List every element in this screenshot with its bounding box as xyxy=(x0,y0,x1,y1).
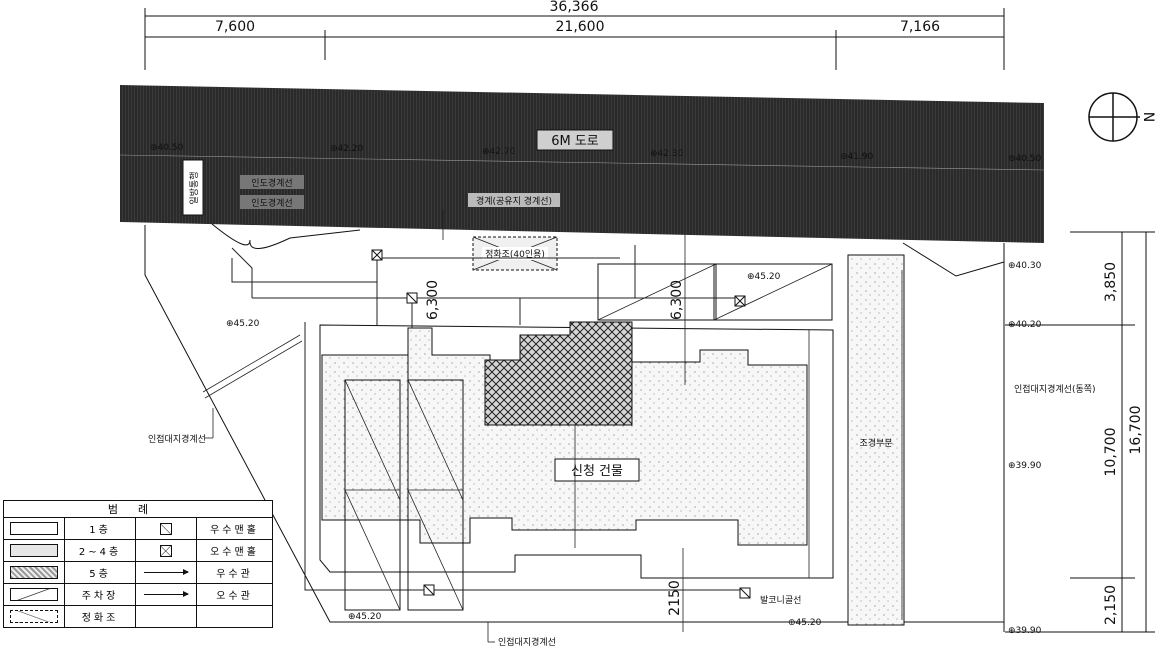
setback-2: 6,300 xyxy=(669,280,685,320)
landscape-label: 조경부분 xyxy=(859,437,892,449)
boundary-south: 인접대지경계선 xyxy=(498,636,556,648)
dim-left: 7,600 xyxy=(215,19,255,35)
dim-v-mid: 10,700 xyxy=(1103,428,1119,477)
manhole-icon xyxy=(423,584,435,596)
building-footprint: 신청 건물 xyxy=(319,321,834,611)
level-g: ⊕39.90 xyxy=(1008,461,1042,471)
level-d: ⊕45.20 xyxy=(788,618,822,628)
legend-row: 주차장 오수관 xyxy=(4,584,272,606)
setback-1: 6,300 xyxy=(425,280,441,320)
rain-pipe-arrow-icon xyxy=(144,569,189,575)
driveway-curve xyxy=(211,223,361,249)
boundary-west: 인접대지경계선 xyxy=(148,433,206,445)
road-level-2: ⊕42.20 xyxy=(330,144,364,154)
legend-row: 1층 우수맨홀 xyxy=(4,518,272,540)
legend-symbol-label: 오수관 xyxy=(216,591,253,602)
dim-v-top: 3,850 xyxy=(1103,262,1119,302)
sewage-pipe-arrow-icon xyxy=(144,591,189,597)
road-level-6: ⊕40.50 xyxy=(1008,154,1042,164)
legend-row: 2~4층 오수맨홀 xyxy=(4,540,272,562)
site-boundary xyxy=(144,225,1005,643)
setback-3: 2150 xyxy=(667,580,683,616)
north-arrow-icon: N xyxy=(1088,92,1156,142)
right-dimensions: 16,700 3,850 10,700 2,150 xyxy=(1005,231,1155,633)
rainwater-manhole-icon xyxy=(160,522,172,535)
legend-symbol-label: 오수맨홀 xyxy=(210,547,259,558)
manhole-icon xyxy=(371,249,383,261)
road-label: 6M 도로 xyxy=(551,134,599,149)
legend-row: 5층 우수관 xyxy=(4,562,272,584)
dim-right: 7,166 xyxy=(900,19,940,35)
parking-swatch xyxy=(10,588,58,601)
floor-2-4-swatch xyxy=(10,544,58,557)
road-band: 6M 도로 ⊕40.50 ⊕42.20 ⊕42.70 ⊕42.30 ⊕41.90… xyxy=(119,85,1045,243)
legend-title: 범례 xyxy=(4,501,272,518)
building-label: 신청 건물 xyxy=(571,464,623,479)
boundary-east: 인접대지경계선(동쪽) xyxy=(1014,383,1096,395)
top-dimensions: 36,366 7,600 21,600 7,166 xyxy=(144,0,1005,70)
legend-symbol-label: 우수관 xyxy=(216,569,253,580)
level-f: ⊕40.20 xyxy=(1008,320,1042,330)
boundary-labels: 인접대지경계선 인접대지경계선(동쪽) 인접대지경계선 발코니골선 xyxy=(148,383,1096,648)
manhole-icon xyxy=(739,587,751,599)
sewage-manhole-icon xyxy=(160,544,172,557)
road-level-3: ⊕42.70 xyxy=(482,147,516,157)
road-note-2: 인도경계선 xyxy=(251,177,292,189)
septic-label: 정화조(40인용) xyxy=(485,249,545,260)
site-levels: ⊕45.20 ⊕45.20 ⊕45.20 ⊕45.20 ⊕40.30 ⊕40.2… xyxy=(226,261,1042,636)
road-note-3: 인도경계선 xyxy=(251,197,292,209)
road-level-1: ⊕40.50 xyxy=(150,143,184,153)
legend: 범례 1층 우수맨홀 2~4층 오수맨홀 5층 우수관 주차장 오수관 정화조 xyxy=(3,500,273,628)
road-note-oneway: 일방통행 xyxy=(188,171,200,204)
level-a: ⊕45.20 xyxy=(226,319,260,329)
dim-total: 36,366 xyxy=(550,0,599,15)
legend-label: 1층 xyxy=(65,518,136,539)
legend-label: 2~4층 xyxy=(65,540,136,561)
road-level-4: ⊕42.30 xyxy=(650,149,684,159)
road-level-5: ⊕41.90 xyxy=(840,152,874,162)
level-h: ⊕39.90 xyxy=(1008,626,1042,636)
upper-parking-boxes xyxy=(597,263,833,321)
manhole-icon xyxy=(406,292,418,304)
level-e: ⊕40.30 xyxy=(1008,261,1042,271)
setback-dimensions: 6,300 6,300 2150 xyxy=(425,280,685,616)
level-b: ⊕45.20 xyxy=(747,272,781,282)
dim-middle: 21,600 xyxy=(556,19,605,35)
pipe-network xyxy=(231,200,751,632)
dim-v-bottom: 2,150 xyxy=(1103,585,1119,625)
floor-1-swatch xyxy=(10,522,58,535)
level-c: ⊕45.20 xyxy=(348,612,382,622)
septic-swatch xyxy=(10,610,58,623)
septic-tank: 정화조(40인용) xyxy=(472,236,558,271)
legend-symbol-label: 우수맨홀 xyxy=(210,525,259,536)
manhole-icon xyxy=(734,295,746,307)
floor-5-swatch xyxy=(10,566,58,579)
landscape-strip: 조경부분 xyxy=(847,254,905,626)
road-boundary-note: 경계(공유지 경계선) xyxy=(476,195,552,207)
legend-label: 정화조 xyxy=(65,606,136,627)
balcony-label: 발코니골선 xyxy=(760,595,801,606)
legend-label: 주차장 xyxy=(65,584,136,605)
north-label: N xyxy=(1140,112,1156,122)
legend-row: 정화조 xyxy=(4,606,272,627)
legend-label: 5층 xyxy=(65,562,136,583)
dim-v-total: 16,700 xyxy=(1128,406,1144,455)
